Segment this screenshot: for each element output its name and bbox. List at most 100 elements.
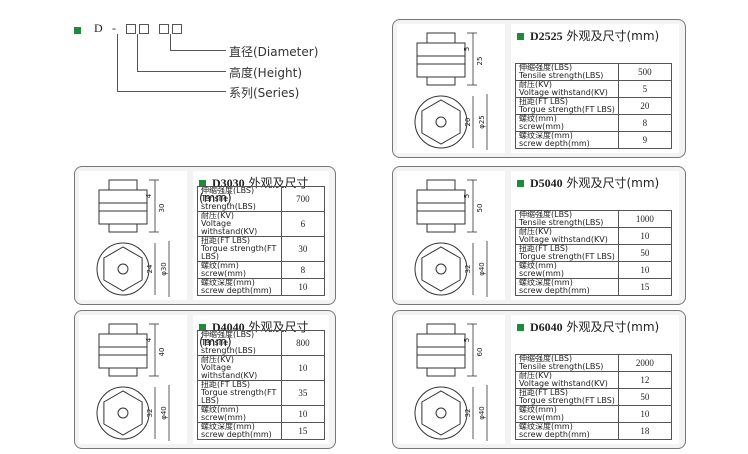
spec-label-en: screw depth(mm) [519, 286, 590, 295]
dim-label-a: 5 [463, 194, 471, 198]
spec-value: 6 [280, 211, 326, 237]
spec-label-cn: 螺纹(mm) [201, 261, 239, 270]
dim-label-b: 30 [158, 204, 166, 213]
dim-label-c: 32 [146, 409, 154, 418]
spec-value: 15 [617, 278, 672, 296]
table-row: 伸缩强度(LBS)Tensile strength(LBS)1000 [515, 210, 672, 228]
screw-hole-shape [435, 263, 447, 275]
table-row: 耐压(KV)Voltage withstand(KV) 12 [515, 371, 672, 389]
insulator-body-shape [98, 189, 148, 225]
spec-label-en: Voltage withstand(KV) [519, 379, 608, 388]
spec-value: 2000 [617, 354, 672, 372]
dim-label-a: 4 [145, 337, 153, 342]
spec-label: 耐压(KV)Voltage withstand(KV) [515, 227, 619, 245]
spec-value: 1000 [617, 210, 672, 228]
insulator-diagram: 4 30 24 φ30 [96, 179, 170, 297]
spec-label: 螺纹(mm)screw(mm) [197, 405, 282, 423]
spec-label: 螺纹(mm)screw(mm) [197, 261, 282, 279]
insulator-body-shape [416, 189, 466, 225]
top-cap-shape [426, 32, 456, 44]
spec-panel: D4040 外观及尺寸(mm) 伸缩强度(LBS)Tensile strengt… [193, 315, 329, 444]
table-row: 伸缩强度(LBS)Tensile strength(LBS)2000 [515, 354, 672, 372]
dim-label-b: 25 [476, 57, 484, 66]
spec-label-en: Torgue strength(FT LBS) [519, 252, 615, 261]
dim-label-d: φ30 [160, 262, 168, 276]
table-row: 扭距(FT LBS)Torgue strength(FT LBS)30 [197, 236, 326, 262]
model-code-legend: D - 直径(Diameter) 高度(Height) 系列(Series) [0, 0, 330, 110]
spec-label: 扭距(FT LBS)Torgue strength(FT LBS) [197, 236, 282, 262]
spec-label-cn: 伸缩强度(LBS) [201, 186, 255, 195]
table-row: 螺纹深度(mm)screw depth(mm)18 [515, 422, 672, 440]
table-row: 扭距(FT LBS)Torgue strength(FT LBS)50 [515, 388, 672, 406]
spec-label-en: screw depth(mm) [201, 286, 272, 295]
spec-label: 耐压(KV)Voltage withstand(KV) [197, 211, 282, 237]
spec-value: 9 [617, 131, 672, 149]
spec-label-en: Torgue strength(FT LBS) [519, 396, 615, 405]
spec-label-cn: 耐压(KV) [519, 227, 552, 236]
dim-label-b: 50 [476, 204, 484, 213]
spec-label-en: Tensile strength(LBS) [201, 338, 256, 355]
legend-diameter-label: 直径(Diameter) [229, 45, 319, 59]
screw-hole-shape [117, 263, 129, 275]
green-bullet-icon [517, 180, 524, 187]
green-bullet-icon [199, 180, 206, 187]
spec-label-cn: 螺纹深度(mm) [201, 278, 255, 287]
spec-label-en: screw(mm) [201, 413, 246, 422]
table-row: 耐压(KV)Voltage withstand(KV)10 [515, 227, 672, 245]
spec-value: 5 [617, 80, 672, 98]
spec-label-en: Torgue strength(FT LBS) [519, 105, 615, 114]
spec-label-cn: 螺纹(mm) [519, 405, 557, 414]
spec-label-cn: 伸缩强度(LBS) [519, 63, 573, 72]
table-row: 耐压(KV)Voltage withstand(KV)10 [197, 355, 326, 381]
spec-label: 螺纹(mm)screw(mm) [515, 261, 619, 279]
table-row: 螺纹深度(mm)screw depth(mm)15 [515, 278, 672, 296]
spec-label: 扭距(FT LBS)Torgue strength(FT LBS) [515, 97, 619, 115]
table-row: 螺纹(mm)screw(mm)8 [515, 114, 672, 132]
spec-label: 耐压(KV)Voltage withstand(KV) [515, 80, 619, 98]
table-row: 螺纹(mm)screw(mm)8 [197, 261, 326, 279]
spec-label-en: Tensile strength(LBS) [519, 362, 604, 371]
spec-label: 螺纹深度(mm)screw depth(mm) [197, 278, 282, 296]
spec-label: 螺纹(mm)screw(mm) [515, 405, 619, 423]
spec-label-cn: 耐压(KV) [519, 80, 552, 89]
green-bullet-icon [199, 324, 206, 331]
spec-label-en: Voltage withstand(KV) [519, 88, 608, 97]
table-row: 螺纹深度(mm)screw depth(mm)9 [515, 131, 672, 149]
table-row: 伸缩强度(LBS)Tensile strength(LBS)500 [515, 63, 672, 81]
spec-label: 扭距(FT LBS)Torgue strength(FT LBS) [515, 244, 619, 262]
green-bullet-icon [74, 27, 81, 34]
table-row: 螺纹深度(mm)screw depth(mm)15 [197, 422, 326, 440]
dim-label-d: φ40 [478, 406, 486, 420]
spec-label-cn: 扭距(FT LBS) [519, 388, 569, 397]
spec-value: 8 [617, 114, 672, 132]
spec-value: 10 [617, 261, 672, 279]
green-bullet-icon [517, 324, 524, 331]
dim-label-a: 5 [463, 47, 471, 51]
top-cap-shape [426, 179, 456, 191]
spec-label-cn: 螺纹深度(mm) [519, 131, 573, 140]
spec-title: D5040 外观及尺寸(mm) [517, 174, 659, 191]
table-row: 耐压(KV)Voltage withstand(KV)6 [197, 211, 326, 237]
spec-value: 10 [280, 405, 326, 423]
spec-label-cn: 螺纹深度(mm) [201, 422, 255, 431]
spec-value: 20 [617, 97, 672, 115]
spec-value: 500 [617, 63, 672, 81]
spec-value: 10 [280, 278, 326, 296]
table-row: 螺纹(mm)screw(mm)10 [515, 261, 672, 279]
spec-value: 12 [617, 371, 672, 389]
insulator-body-shape [416, 333, 466, 369]
spec-label-cn: 耐压(KV) [201, 355, 234, 364]
spec-value: 35 [280, 380, 326, 406]
spec-label: 伸缩强度(LBS)Tensile strength(LBS) [515, 354, 619, 372]
spec-label-cn: 耐压(KV) [519, 371, 552, 380]
dim-label-a: 4 [145, 193, 153, 198]
dim-label-d: φ40 [160, 406, 168, 420]
spec-label: 扭距(FT LBS)Torgue strength(FT LBS) [197, 380, 282, 406]
spec-value: 50 [617, 244, 672, 262]
dim-label-c: 24 [146, 264, 154, 273]
spec-label: 伸缩强度(LBS)Tensile strength(LBS) [197, 330, 282, 356]
